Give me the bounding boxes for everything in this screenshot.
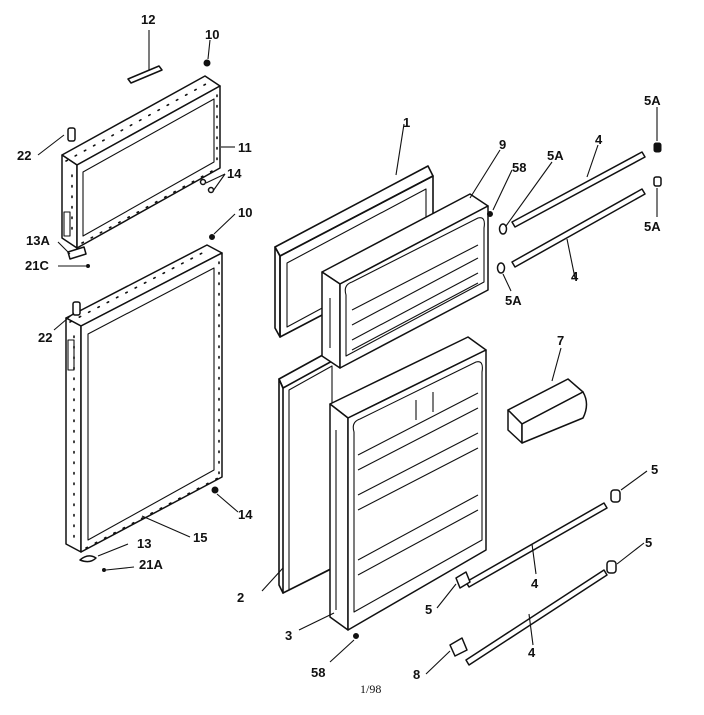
end-cap-5A-mid-right (653, 176, 662, 187)
label-12: 12 (141, 12, 155, 27)
footer-date-code: 1/98 (360, 682, 381, 696)
label-14-bottom: 14 (238, 507, 253, 522)
end-cap-5-lower-right (606, 560, 617, 574)
hinge-13A-21C (67, 246, 90, 268)
screws-14-top (199, 178, 215, 194)
label-9: 9 (499, 137, 506, 152)
label-7: 7 (557, 333, 564, 348)
label-4-mid: 4 (571, 269, 579, 284)
freezer-shelf-rail-lower (511, 188, 646, 268)
callout-labels: 12 10 22 11 14 10 13A 21C 22 14 15 13 21… (17, 12, 661, 696)
end-cap-5A-top-right (653, 142, 662, 153)
screw-10-top (203, 59, 211, 67)
trim-strip-12 (127, 65, 163, 84)
freezer-shelf-rail-upper (511, 151, 646, 228)
screw-58-bottom (353, 633, 359, 639)
fresh-food-inner-door-3 (329, 336, 487, 631)
fresh-food-door-outer-panel (65, 244, 223, 553)
label-4-lowmid: 4 (531, 576, 539, 591)
label-5A-b: 5A (644, 93, 661, 108)
label-5-c: 5 (425, 602, 432, 617)
label-5A-a: 5A (547, 148, 564, 163)
end-cap-8 (449, 637, 468, 657)
label-14-top: 14 (227, 166, 242, 181)
hinge-13-21A (79, 555, 106, 572)
label-5-a: 5 (651, 462, 658, 477)
label-10-mid: 10 (238, 205, 252, 220)
screw-14-bottom (211, 486, 219, 494)
label-11: 11 (238, 140, 252, 155)
label-4-top: 4 (595, 132, 603, 147)
label-58-bottom: 58 (311, 665, 325, 680)
label-13A: 13A (26, 233, 50, 248)
end-cap-5-upper-left (455, 571, 471, 589)
label-5A-d: 5A (505, 293, 522, 308)
label-1: 1 (403, 115, 410, 130)
dairy-compartment-door-7 (507, 378, 588, 444)
label-58-top: 58 (512, 160, 526, 175)
label-21A: 21A (139, 557, 163, 572)
freezer-door-outer-panel (61, 75, 221, 249)
screw-58-top (487, 211, 493, 217)
freezer-inner-door-9 (321, 193, 489, 369)
end-cap-5A-lower-left (496, 262, 506, 274)
label-3: 3 (285, 628, 292, 643)
label-13: 13 (137, 536, 151, 551)
label-10-top: 10 (205, 27, 219, 42)
fresh-food-door-gasket-2 (278, 350, 338, 594)
label-2: 2 (237, 590, 244, 605)
fresh-food-shelf-rail-upper (465, 502, 608, 588)
label-5-b: 5 (645, 535, 652, 550)
end-cap-5-upper-right (610, 489, 621, 503)
fresh-food-shelf-rail-lower (465, 569, 608, 666)
leader-lines (37, 30, 658, 675)
label-8: 8 (413, 667, 420, 682)
plug-22-top (67, 127, 76, 142)
label-21C: 21C (25, 258, 49, 273)
label-5A-c: 5A (644, 219, 661, 234)
plug-22-mid (72, 301, 81, 316)
end-cap-5A-upper-left (498, 223, 508, 235)
label-22-top: 22 (17, 148, 31, 163)
label-4-bottom: 4 (528, 645, 536, 660)
screw-10-mid (209, 234, 215, 240)
label-15: 15 (193, 530, 207, 545)
label-22-mid: 22 (38, 330, 52, 345)
